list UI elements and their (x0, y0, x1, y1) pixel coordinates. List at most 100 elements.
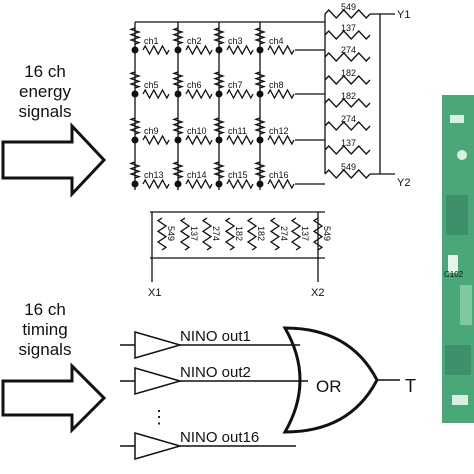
cell-resistor-vertical-icon (128, 27, 142, 45)
column-resistor-value: 137 (189, 226, 199, 241)
column-resistor-icon (201, 217, 213, 251)
channel-label: ch14 (187, 170, 207, 180)
timing-label-line-2: timing (22, 320, 68, 339)
x1-output-label: X1 (148, 287, 161, 299)
junction-dot-icon (256, 46, 264, 54)
column-resistor-icon (269, 217, 281, 251)
energy-arrow-icon (1, 122, 107, 198)
row-resistor-value: 182 (341, 68, 356, 78)
junction-dot-icon (131, 136, 139, 144)
junction-dot-icon (131, 90, 139, 98)
buffer-16: NINO out16 (120, 429, 296, 460)
cell-resistor-horizontal-icon (267, 178, 295, 190)
junction-dot-icon (131, 180, 139, 188)
cell-resistor-vertical-icon (253, 27, 267, 45)
cell-resistor-vertical-icon (253, 117, 267, 135)
channel-label: ch9 (144, 126, 159, 136)
cell-resistor-vertical-icon (128, 71, 142, 89)
row-resistor-icon (324, 169, 371, 179)
channel-label: ch11 (228, 126, 247, 136)
channel-label: ch5 (144, 80, 159, 90)
cell-resistor-horizontal-icon (226, 44, 254, 56)
cell-resistor-horizontal-icon (267, 44, 295, 56)
channel-label: ch10 (187, 126, 207, 136)
row-resistor-value: 182 (341, 91, 356, 101)
cell-resistor-horizontal-icon (226, 88, 254, 100)
channel-label: ch4 (269, 36, 284, 46)
energy-label-line-2: energy (19, 82, 71, 101)
channel-label: ch15 (228, 170, 248, 180)
channel-label: ch13 (144, 170, 164, 180)
cell-resistor-horizontal-icon (185, 134, 213, 146)
nino-out16-label: NINO out16 (180, 429, 259, 446)
cell-resistor-vertical-icon (171, 161, 185, 179)
junction-dot-icon (215, 180, 223, 188)
timing-label-line-3: signals (18, 340, 72, 359)
timing-arrow-icon (1, 362, 107, 434)
column-resistor-value: 274 (279, 226, 289, 241)
channel-label: ch12 (269, 126, 289, 136)
channel-label: ch3 (228, 36, 243, 46)
cell-resistor-horizontal-icon (142, 134, 170, 146)
channel-label: ch2 (187, 36, 202, 46)
cell-resistor-horizontal-icon (142, 88, 170, 100)
cell-resistor-horizontal-icon (226, 178, 254, 190)
junction-dot-icon (256, 180, 264, 188)
row-resistor-icon (324, 98, 371, 108)
cell-resistor-horizontal-icon (142, 178, 170, 190)
cell-resistor-vertical-icon (128, 117, 142, 135)
junction-dot-icon (131, 46, 139, 54)
column-resistor-value: 182 (256, 226, 266, 241)
cell-resistor-horizontal-icon (226, 134, 254, 146)
row-resistor-value: 549 (341, 2, 356, 12)
row-resistor-icon (324, 9, 371, 19)
cell-resistor-horizontal-icon (267, 134, 295, 146)
channel-label: ch1 (144, 36, 159, 46)
nino-out1-label: NINO out1 (180, 328, 251, 345)
column-resistor-icon (246, 217, 258, 251)
row-resistor-value: 137 (341, 23, 356, 33)
timing-output-label: T (405, 376, 416, 396)
cell-resistor-vertical-icon (253, 71, 267, 89)
cell-resistor-horizontal-icon (185, 88, 213, 100)
row-resistor-icon (324, 30, 371, 40)
cell-resistor-horizontal-icon (185, 178, 213, 190)
row-resistor-value: 137 (341, 138, 356, 148)
buffer-1-icon (134, 331, 183, 359)
junction-dot-icon (174, 90, 182, 98)
column-resistor-icon (156, 217, 168, 251)
buffer-2-icon (134, 367, 183, 395)
column-resistor-icon (290, 217, 302, 251)
column-resistor-value: 549 (322, 226, 332, 241)
column-resistor-icon (179, 217, 191, 251)
column-resistor-value: 182 (234, 226, 244, 241)
junction-dot-icon (256, 136, 264, 144)
cell-resistor-horizontal-icon (142, 44, 170, 56)
or-gate-icon (282, 326, 379, 434)
buffer-16-icon (134, 432, 183, 460)
cell-resistor-vertical-icon (212, 71, 226, 89)
column-resistor-value: 274 (211, 226, 221, 241)
channel-label: ch16 (269, 170, 289, 180)
row-resistor-icon (324, 145, 371, 155)
row-resistor-value: 549 (341, 162, 356, 172)
energy-label-line-1: 16 ch (24, 62, 66, 81)
row-resistor-icon (324, 75, 371, 85)
buffer-1: NINO out1 (120, 328, 300, 359)
row-resistor-value: 274 (341, 114, 356, 124)
cell-resistor-vertical-icon (212, 161, 226, 179)
row-resistor-icon (324, 121, 371, 131)
pcb-photo: C102 (442, 95, 474, 423)
junction-dot-icon (174, 136, 182, 144)
cell-resistor-vertical-icon (253, 161, 267, 179)
junction-dot-icon (174, 46, 182, 54)
buffer-2: NINO out2 (120, 364, 308, 395)
column-resistor-value: 137 (300, 226, 310, 241)
or-gate-label: OR (316, 377, 342, 396)
junction-dot-icon (215, 46, 223, 54)
nino-out2-label: NINO out2 (180, 364, 251, 381)
y2-output-label: Y2 (397, 177, 410, 189)
timing-label-line-1: 16 ch (24, 300, 66, 319)
